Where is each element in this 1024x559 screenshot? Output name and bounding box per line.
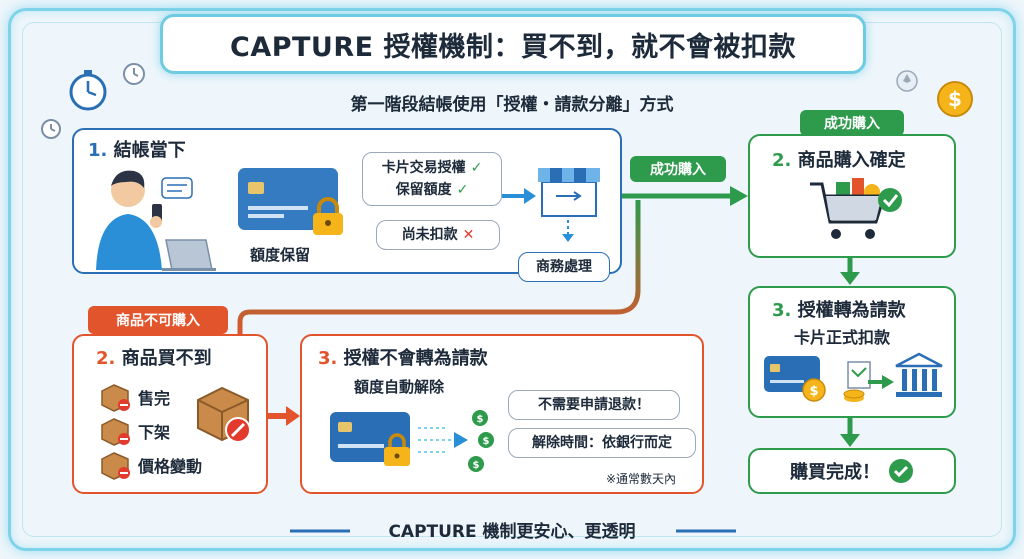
list-item: 下架 (100, 414, 202, 448)
footer-text: CAPTURE 機制更安心、更透明 (388, 522, 636, 542)
release-flow-icon: $ $ $ (418, 410, 494, 472)
list-item: 價格變動 (100, 448, 202, 482)
page-title: CAPTURE 授權機制：買不到，就不會被扣款 (230, 31, 796, 63)
authorization-bubble: 卡片交易授權 ✓ 保留額度 ✓ (362, 152, 502, 206)
check-icon: ✓ (456, 182, 469, 198)
success-arrow-label: 成功購入 (630, 156, 726, 182)
bank-icon (895, 352, 943, 397)
box-icon (101, 384, 130, 412)
box-icon (197, 386, 251, 443)
purchase-confirmed-title: 2. 商品購入確定 (772, 150, 906, 171)
merchant-processing-label: 商務處理 (518, 252, 610, 282)
unavailable-title: 2. 商品買不到 (96, 348, 212, 369)
credit-hold-label: 額度保留 (250, 246, 311, 264)
release-title: 3. 授權不會轉為請款 (318, 348, 488, 369)
footer-decoration-left (290, 529, 350, 533)
unavailable-tag: 商品不可購入 (88, 306, 228, 334)
shopping-cart-icon (810, 178, 902, 239)
arrow-to-store-icon (502, 188, 536, 204)
success-tag: 成功購入 (800, 110, 904, 136)
box-icon (101, 418, 130, 446)
cross-icon: ✕ (462, 227, 475, 243)
check-circle-icon (889, 459, 913, 483)
credit-card-icon (238, 168, 338, 230)
outer-frame (8, 8, 1016, 551)
credit-card-icon: $ (764, 356, 826, 402)
lock-icon (384, 433, 410, 466)
list-item: 售完 (100, 380, 202, 414)
stopwatch-icon (69, 70, 107, 111)
clock-icon (41, 119, 61, 139)
lock-icon (313, 197, 343, 235)
checkout-panel (72, 128, 622, 274)
coin-icon: $ (937, 81, 973, 117)
reason-list: 售完 下架 價格變動 (100, 380, 202, 482)
down-arrow-icon (840, 258, 860, 285)
store-icon (538, 168, 600, 217)
purchase-complete-label: 購買完成！ (790, 462, 880, 483)
svg-text:$: $ (948, 87, 962, 111)
down-arrow-icon (840, 418, 860, 447)
purchase-complete-panel: 購買完成！ (748, 448, 956, 494)
page-subtitle: 第一階段結帳使用「授權・請款分離」方式 (350, 95, 674, 115)
not-charged-bubble: 尚未扣款 ✕ (376, 220, 500, 250)
dollar-coin-icon (843, 361, 894, 402)
page-title-box: CAPTURE 授權機制：買不到，就不會被扣款 (160, 14, 866, 74)
user-laptop-icon (96, 170, 216, 271)
no-refund-bubble: 不需要申請退款！ (508, 390, 680, 420)
right-arrow-icon (268, 406, 300, 426)
svg-text:$: $ (477, 414, 484, 425)
box-icon (101, 452, 130, 480)
clock-icon (123, 63, 145, 85)
footer-decoration-right (676, 529, 736, 533)
release-subtitle: 額度自動解除 (354, 378, 445, 396)
capture-title: 3. 授權轉為請款 (772, 300, 906, 321)
svg-text:$: $ (483, 436, 490, 447)
coin-icon (896, 70, 918, 92)
svg-text:$: $ (473, 460, 480, 471)
check-icon: ✓ (470, 160, 483, 176)
dashed-arrow-icon (562, 220, 574, 242)
checkout-title: 1. 結帳當下 (88, 140, 186, 161)
release-note: ※通常數天內 (606, 472, 677, 486)
failure-connector (237, 200, 641, 338)
capture-subtitle: 卡片正式扣款 (794, 328, 891, 347)
release-time-bubble: 解除時間：依銀行而定 (508, 428, 696, 458)
success-arrow (622, 186, 748, 206)
svg-text:$: $ (809, 384, 818, 399)
